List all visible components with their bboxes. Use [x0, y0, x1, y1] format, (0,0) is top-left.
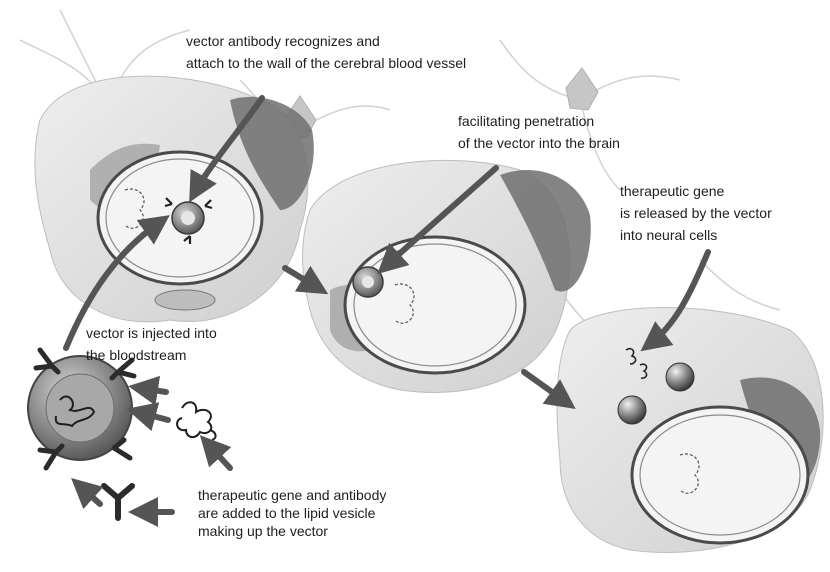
caption-line: therapeutic gene: [620, 180, 772, 202]
therapeutic-gene-icon: [177, 402, 216, 440]
caption-line: therapeutic gene and antibody: [198, 486, 386, 504]
caption-injected: vector is injected into the bloodstream: [86, 322, 217, 366]
antibody-icon: [104, 486, 132, 518]
caption-line: vector is injected into: [86, 322, 217, 344]
caption-line: is released by the vector: [620, 202, 772, 224]
vessel-panel-2: [303, 160, 591, 392]
caption-line: into neural cells: [620, 224, 772, 246]
caption-line: of the vector into the brain: [458, 132, 620, 154]
caption-line: facilitating penetration: [458, 110, 620, 132]
assembled-vector: [28, 350, 134, 468]
caption-line: are added to the lipid vesicle: [198, 504, 386, 522]
caption-assembly: therapeutic gene and antibody are added …: [198, 486, 386, 540]
caption-gene-released: therapeutic gene is released by the vect…: [620, 180, 772, 246]
caption-line: the bloodstream: [86, 344, 217, 366]
caption-penetration: facilitating penetration of the vector i…: [458, 110, 620, 154]
caption-antibody-recognizes: vector antibody recognizes and attach to…: [186, 30, 466, 74]
caption-line: making up the vector: [198, 522, 386, 540]
vessel-panel-1: [35, 76, 314, 322]
caption-line: attach to the wall of the cerebral blood…: [186, 52, 466, 74]
caption-line: vector antibody recognizes and: [186, 30, 466, 52]
vessel-panel-3: [557, 308, 823, 553]
